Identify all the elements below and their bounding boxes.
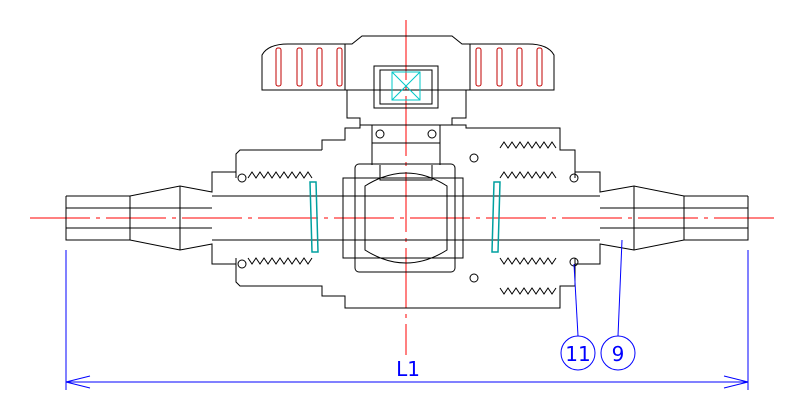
right-hose-barb (574, 171, 749, 265)
valve-body (212, 124, 600, 309)
dimension-arrow-left (65, 375, 91, 389)
dimension-arrow-right (723, 375, 749, 389)
left-hose-barb (65, 171, 237, 265)
dimension-l1 (65, 250, 749, 390)
dimension-label: L1 (396, 357, 420, 381)
callout-9 (600, 239, 636, 371)
callout-11-label: 11 (565, 342, 590, 366)
handle (261, 35, 555, 165)
centerlines (30, 20, 780, 355)
callout-11 (560, 263, 596, 371)
seals (309, 181, 501, 253)
callout-9-label: 9 (612, 342, 625, 366)
